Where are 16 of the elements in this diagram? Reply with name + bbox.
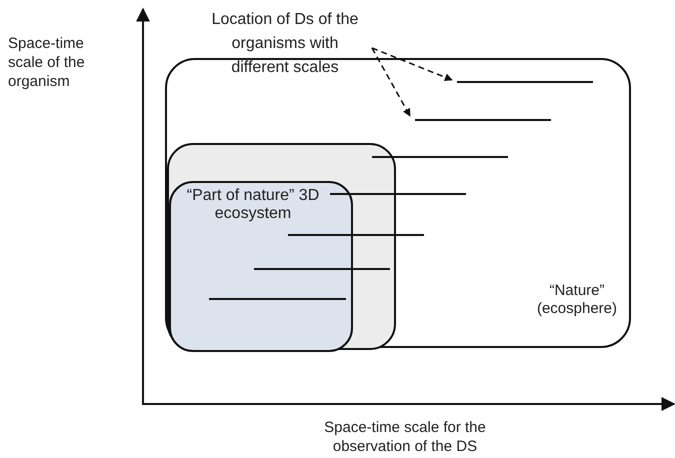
rounded-region (169, 181, 353, 352)
scale-line (457, 81, 593, 83)
scale-line (288, 234, 424, 236)
rounded-region (167, 143, 396, 350)
region-label: “Part of nature” 3D ecosystem (186, 187, 320, 223)
scale-line (209, 298, 346, 300)
callout-text: Location of Ds of the organisms with different scales (210, 10, 360, 78)
scale-line (415, 119, 551, 121)
dashed-arrow (371, 48, 411, 117)
scale-line (372, 156, 508, 158)
region-label: “Nature” (ecosphere) (536, 282, 618, 318)
scale-line (254, 268, 390, 270)
dashed-arrow (372, 47, 453, 82)
scale-line (330, 193, 466, 195)
axis-title: Space-time scale of the organism (8, 34, 86, 91)
axis-title: Space-time scale for the observation of the DS (323, 418, 487, 456)
